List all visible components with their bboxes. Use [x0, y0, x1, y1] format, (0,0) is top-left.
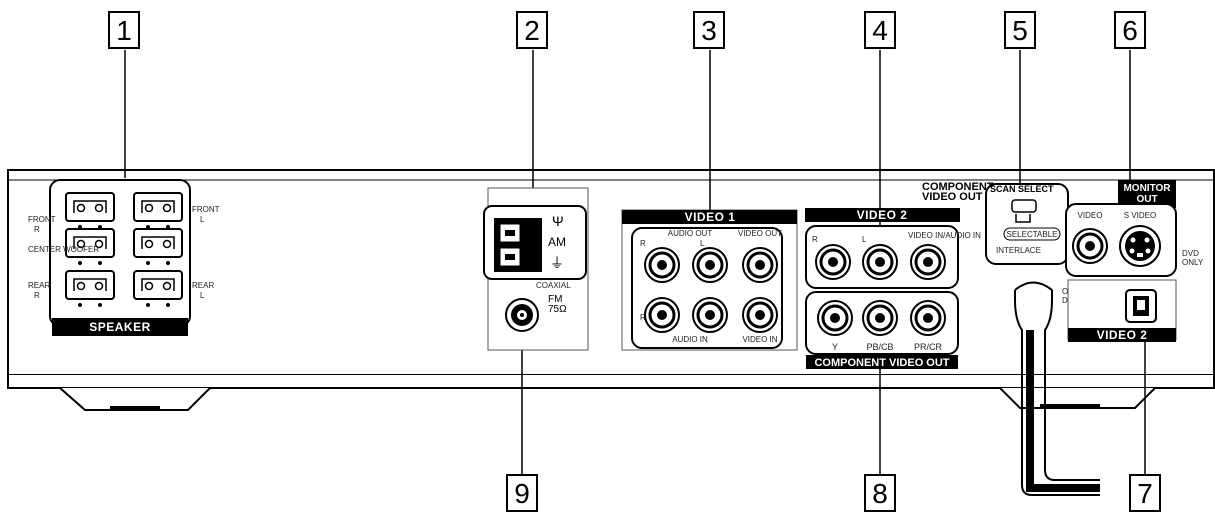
video2-l-label: L	[862, 235, 867, 244]
monitor-video-label: VIDEO	[1078, 211, 1103, 220]
video1-audio-out-label: AUDIO OUT	[668, 229, 713, 238]
callout-9-label: 9	[514, 478, 530, 509]
video1-audio-in-l-jack	[692, 297, 728, 333]
component-title-bar	[806, 355, 958, 369]
callout-4-label: 4	[872, 15, 888, 46]
video2-audio-l-jack	[862, 244, 898, 280]
scan-select-title: SCAN SELECT	[990, 184, 1054, 194]
component-jacks	[817, 300, 946, 336]
speaker-terminal-woofer	[133, 228, 183, 265]
callout-7-label: 7	[1137, 478, 1153, 509]
optical-section: OPTICALDIGITALIN VIDEO 2	[1062, 279, 1177, 342]
component-pr-jack	[910, 300, 946, 336]
callout-6: 6	[1114, 11, 1146, 49]
component-pr-label: PR/CR	[914, 342, 943, 352]
video1-l-top: L	[700, 239, 705, 248]
video1-video-out-jack	[742, 247, 778, 283]
power-cord	[1014, 281, 1100, 496]
video1-audio-in-label: AUDIO IN	[672, 335, 708, 344]
component-bar-title: COMPONENT VIDEO OUT	[814, 357, 949, 369]
video1-video-out-label: VIDEO OUT	[738, 229, 782, 238]
speaker-terminal-center	[65, 228, 115, 265]
video2-section: VIDEO 2 R L VIDEO IN/AUDIO IN Y PB/CB PR…	[805, 181, 994, 369]
callout-9: 9	[506, 474, 538, 512]
am-label: AM	[548, 235, 566, 249]
callout-5: 5	[1004, 11, 1036, 49]
callout-8-label: 8	[872, 478, 888, 509]
component-y-label: Y	[832, 342, 838, 352]
component-y-jack	[817, 300, 853, 336]
callout-7: 7	[1129, 474, 1161, 512]
callout-3: 3	[693, 11, 725, 49]
scan-select-section: SCAN SELECT SELECTABLE INTERLACE	[985, 183, 1069, 265]
video1-audio-out-r-jack	[644, 247, 680, 283]
video1-title: VIDEO 1	[685, 210, 736, 224]
callout-3-label: 3	[701, 15, 717, 46]
callout-1-label: 1	[116, 15, 132, 46]
callout-1: 1	[108, 11, 140, 49]
video1-video-in-label: VIDEO IN	[742, 335, 777, 344]
coaxial-label: COAXIAL	[536, 281, 571, 290]
selectable-label: SELECTABLE	[1007, 230, 1058, 239]
ground-icon: ⏚	[550, 255, 564, 271]
video1-section: VIDEO 1 AUDIO OUT VIDEO OUT R L R L AUDI…	[621, 209, 798, 351]
video1-r-top: R	[640, 239, 646, 248]
selectable-badge	[1003, 227, 1061, 241]
callouts: 1 2 3 4 5 6 7 8 9	[108, 11, 1161, 512]
video1-audio-out-l-jack	[692, 247, 728, 283]
speaker-terminal-rear-r	[65, 270, 115, 307]
video1-title-bar	[622, 210, 797, 224]
video2-r-label: R	[812, 235, 818, 244]
video1-jacks	[644, 247, 778, 333]
video2-audio-r-jack	[815, 244, 851, 280]
optical-bar-title: VIDEO 2	[1097, 328, 1148, 342]
callout-8: 8	[864, 474, 896, 512]
antenna-icon: Ψ	[552, 213, 564, 229]
interlace-label: INTERLACE	[996, 246, 1041, 255]
video2-title-bar	[805, 208, 960, 222]
video1-video-in-jack	[742, 297, 778, 333]
callout-4: 4	[864, 11, 896, 49]
callout-6-label: 6	[1122, 15, 1138, 46]
s-video-jack	[1119, 225, 1161, 267]
speaker-terminal-rear-l	[133, 270, 183, 307]
callout-2: 2	[516, 11, 548, 49]
callout-5-label: 5	[1012, 15, 1028, 46]
video1-r-bottom: R	[640, 313, 646, 322]
component-pb-label: PB/CB	[866, 342, 893, 352]
speaker-title: SPEAKER	[89, 320, 151, 334]
speaker-terminal-front-l	[133, 192, 183, 229]
speaker-center-woofer: CENTER WOOFER	[28, 245, 99, 254]
video2-jacks	[815, 244, 946, 280]
scan-select-switch	[1011, 199, 1037, 213]
monitor-s-video-label: S VIDEO	[1124, 211, 1156, 220]
callout-2-label: 2	[524, 15, 540, 46]
speaker-title-bar	[52, 318, 188, 336]
video2-title: VIDEO 2	[857, 208, 908, 222]
video2-video-jack	[910, 244, 946, 280]
speaker-terminal-front-r	[65, 192, 115, 229]
video2-video-in-label: VIDEO IN/AUDIO IN	[908, 231, 981, 240]
speaker-terminals	[65, 192, 183, 307]
component-pb-jack	[862, 300, 898, 336]
optical-title-bar	[1068, 328, 1176, 342]
video1-audio-in-r-jack	[644, 297, 680, 333]
monitor-video-jack	[1072, 228, 1108, 264]
